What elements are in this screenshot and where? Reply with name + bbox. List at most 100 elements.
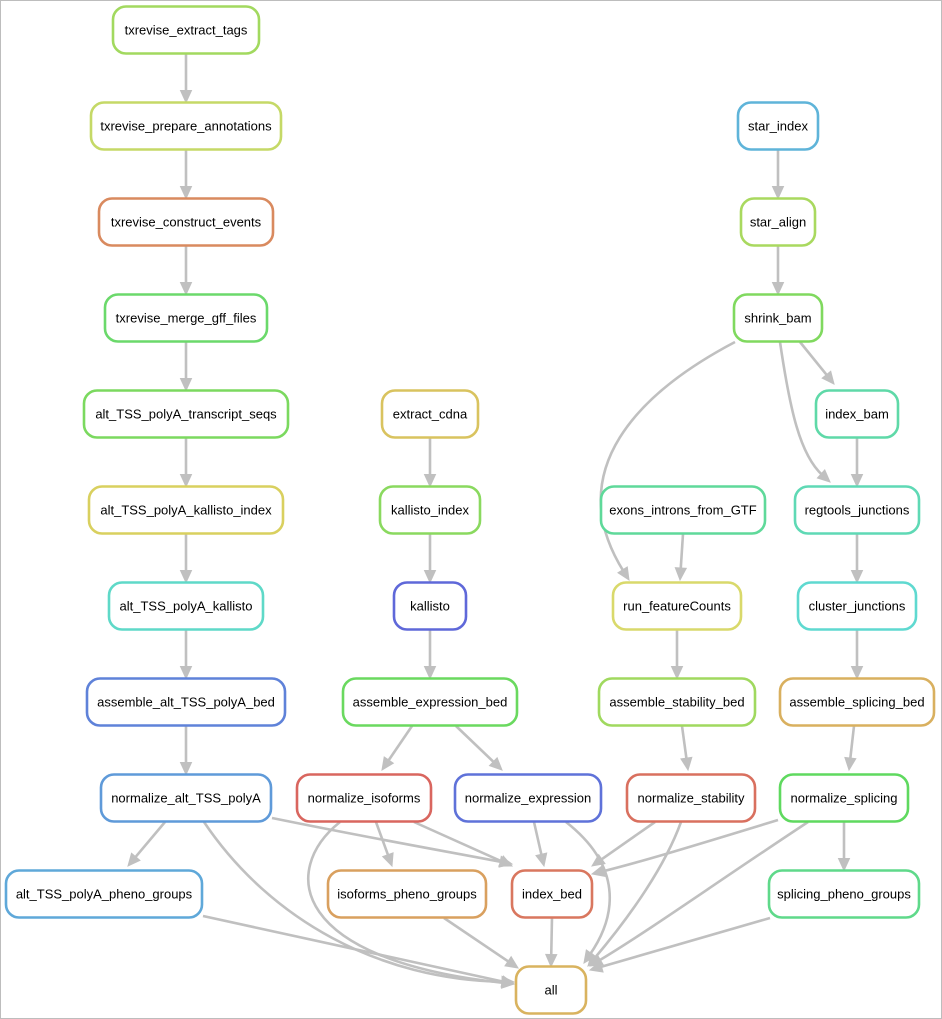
node-normalize_stability: normalize_stability <box>625 773 757 823</box>
edge-assemble_splicing_bed-to-normalize_splicing <box>844 725 857 772</box>
node-layer: txrevise_extract_tags txrevise_prepare_an… <box>4 5 936 1015</box>
edge-line <box>413 820 504 864</box>
node-label: regtools_junctions <box>805 503 910 518</box>
node-box <box>82 389 290 439</box>
node-label: run_featureCounts <box>623 599 731 614</box>
node-box <box>739 197 817 247</box>
node-box <box>326 869 488 919</box>
node-cluster_junctions: cluster_junctions <box>796 581 918 631</box>
node-box <box>510 869 594 919</box>
edge-arrowhead <box>850 570 864 584</box>
edge-arrowhead <box>127 852 141 867</box>
edge-line <box>680 725 688 761</box>
edge-line <box>599 820 656 862</box>
edge-normalize_expression-to-index_bed <box>532 821 548 868</box>
edge-normalize_stability-to-all <box>587 821 683 967</box>
node-index_bed: index_bed <box>510 869 594 919</box>
node-label: star_align <box>750 215 806 230</box>
node-box <box>597 677 757 727</box>
node-extract_cdna: extract_cdna <box>380 389 480 439</box>
node-label: splicing_pheno_groups <box>777 887 911 902</box>
node-label: txrevise_merge_gff_files <box>116 311 257 326</box>
edge-line <box>679 533 685 571</box>
node-box <box>295 773 433 823</box>
edge-arrowhead <box>500 976 516 989</box>
node-box <box>778 677 936 727</box>
edge-txrevise_construct_events-to-txrevise_merge_gff_files <box>179 245 193 296</box>
edge-star_index-to-star_align <box>771 149 785 200</box>
node-label: txrevise_extract_tags <box>125 23 248 38</box>
edge-arrowhead <box>771 282 785 296</box>
node-box <box>732 293 824 343</box>
node-label: assemble_alt_TSS_polyA_bed <box>97 695 275 710</box>
node-all: all <box>514 965 588 1015</box>
node-regtools_junctions: regtools_junctions <box>793 485 921 535</box>
edge-line <box>599 340 736 573</box>
node-run_featureCounts: run_featureCounts <box>611 581 743 631</box>
node-label: all <box>544 983 557 998</box>
node-normalize_alt_TSS_polyA: normalize_alt_TSS_polyA <box>99 773 273 823</box>
node-label: txrevise_construct_events <box>111 215 262 230</box>
node-label: assemble_stability_bed <box>609 695 744 710</box>
node-box <box>97 197 275 247</box>
edge-alt_TSS_polyA_transcript_seqs-to-alt_TSS_polyA_kallisto_index <box>179 437 193 488</box>
node-alt_TSS_polyA_kallisto_index: alt_TSS_polyA_kallisto_index <box>87 485 285 535</box>
edge-arrowhead <box>179 474 193 488</box>
node-txrevise_extract_tags: txrevise_extract_tags <box>111 5 261 55</box>
node-box <box>103 293 269 343</box>
edge-arrowhead <box>821 370 835 385</box>
node-kallisto_index: kallisto_index <box>378 485 482 535</box>
node-box <box>341 677 519 727</box>
edge-line <box>386 725 414 763</box>
edge-alt_TSS_polyA_kallisto-to-assemble_alt_TSS_polyA_bed <box>179 629 193 680</box>
edge-normalize_isoforms-to-index_bed <box>413 820 514 867</box>
node-label: normalize_stability <box>638 791 745 806</box>
edge-txrevise_merge_gff_files-to-alt_TSS_polyA_transcript_seqs <box>179 341 193 392</box>
node-box <box>87 485 285 535</box>
edge-txrevise_extract_tags-to-txrevise_prepare_annotations <box>179 53 193 104</box>
edge-kallisto_index-to-kallisto <box>423 533 437 584</box>
edge-line <box>798 341 829 378</box>
edge-line <box>455 725 496 765</box>
edge-arrowhead <box>179 378 193 392</box>
node-box <box>378 485 482 535</box>
node-exons_introns_from_GTF: exons_introns_from_GTF <box>599 485 767 535</box>
node-assemble_expression_bed: assemble_expression_bed <box>341 677 519 727</box>
node-box <box>736 101 820 151</box>
edge-arrowhead <box>488 756 503 771</box>
node-label: assemble_expression_bed <box>353 695 508 710</box>
edge-normalize_alt_TSS_polyA-to-alt_TSS_polyA_pheno_groups <box>127 821 166 867</box>
edge-arrowhead <box>535 852 548 868</box>
node-normalize_splicing: normalize_splicing <box>778 773 910 823</box>
edge-extract_cdna-to-kallisto_index <box>423 437 437 488</box>
node-label: exons_introns_from_GTF <box>609 503 756 518</box>
edge-arrowhead <box>423 666 437 680</box>
node-label: normalize_isoforms <box>308 791 421 806</box>
node-box <box>778 773 910 823</box>
edge-cluster_junctions-to-assemble_splicing_bed <box>850 629 864 680</box>
edge-arrowhead <box>179 570 193 584</box>
edge-arrowhead <box>837 858 851 872</box>
node-label: isoforms_pheno_groups <box>337 887 477 902</box>
edge-arrowhead <box>674 567 688 582</box>
node-label: alt_TSS_polyA_kallisto <box>120 599 253 614</box>
edge-arrowhead <box>381 852 394 868</box>
node-label: alt_TSS_polyA_transcript_seqs <box>95 407 277 422</box>
edge-arrowhead <box>771 186 785 200</box>
node-box <box>514 965 588 1015</box>
node-box <box>89 101 283 151</box>
node-index_bam: index_bam <box>814 389 900 439</box>
node-box <box>796 581 918 631</box>
edge-star_align-to-shrink_bam <box>771 245 785 296</box>
node-label: alt_TSS_polyA_kallisto_index <box>100 503 272 518</box>
edge-kallisto-to-assemble_expression_bed <box>423 629 437 680</box>
node-isoforms_pheno_groups: isoforms_pheno_groups <box>326 869 488 919</box>
edge-arrowhead <box>179 90 193 104</box>
edge-arrowhead <box>179 762 193 776</box>
node-txrevise_prepare_annotations: txrevise_prepare_annotations <box>89 101 283 151</box>
edge-arrowhead <box>179 666 193 680</box>
node-box <box>625 773 757 823</box>
edge-line <box>599 916 771 969</box>
edge-assemble_alt_TSS_polyA_bed-to-normalize_alt_TSS_polyA <box>179 725 193 776</box>
